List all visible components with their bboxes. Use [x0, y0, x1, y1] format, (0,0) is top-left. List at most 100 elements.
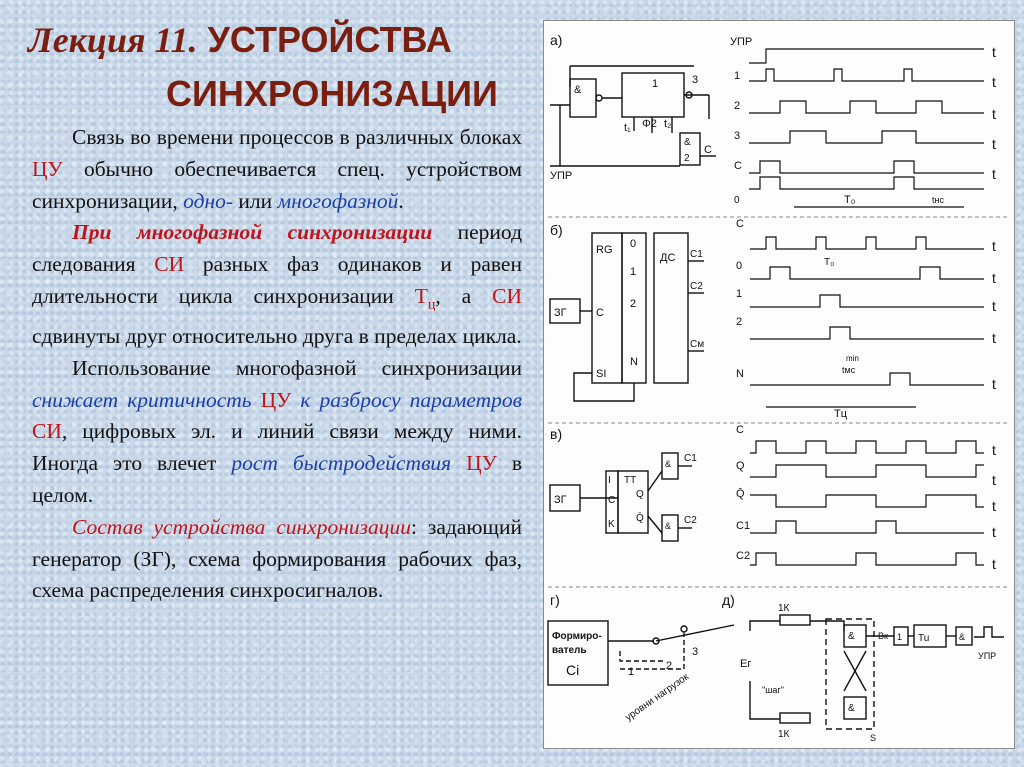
fig-b-row-c: С [736, 218, 744, 230]
fig-b-tmin: min [846, 354, 859, 363]
fig-v-t-axis-nq: t [992, 498, 996, 514]
title-word-2: СИНХРОНИЗАЦИИ [166, 73, 498, 114]
fig-d-amp3: & [959, 632, 965, 642]
fig-a-c: C [704, 144, 712, 156]
paragraph-1-segment: . [398, 188, 404, 213]
fig-v-q: Q [636, 489, 644, 500]
fig-a-row-3: 3 [734, 130, 740, 142]
fig-b-timing: С 0 T₀ 1 2 min tмс N Tц t t t t t [736, 218, 996, 420]
fig-d-amp1: & [848, 631, 855, 642]
fig-b-t-axis-1: t [992, 298, 996, 314]
paragraph-2-segment: СИ [492, 283, 522, 308]
fig-v-k: K [608, 519, 615, 530]
paragraph-3-segment: Использование многофазной синхронизации [72, 355, 522, 380]
fig-v-row-q: Q [736, 460, 745, 472]
fig-v-row-nq: Q̄ [736, 487, 745, 500]
title-line-1: Лекция 11.УСТРОЙСТВА [28, 18, 538, 62]
fig-b-c2: C2 [690, 281, 703, 292]
fig-d-amp2: & [848, 703, 855, 714]
body-text: Связь во времени процессов в различных б… [32, 122, 522, 607]
fig-b-t0: T₀ [824, 257, 834, 268]
paragraph-3-segment: рост быстродействия [231, 451, 452, 476]
paragraph-4-segment: : задающий генератор (ЗГ), схема формиро… [32, 514, 523, 603]
paragraph-3-segment [451, 451, 466, 475]
paragraph-1-segment: Связь во времени процессов в различных б… [72, 125, 522, 149]
fig-a-row-upr: УПР [730, 36, 752, 48]
fig-a-t-axis: t [992, 44, 996, 60]
fig-a-r2: 2 [684, 153, 690, 164]
paragraph-1-segment: многофазной [277, 188, 399, 213]
fig-v-row-c: С [736, 424, 744, 436]
fig-d-circuit: 1К 1К Eг "шаг" & & Вк 1 Tu & УПР S [740, 603, 1004, 743]
paragraph-3-segment: СИ [32, 419, 62, 444]
circuit-figure: а) & 1 3 t₁ Φ2 t₂ & 2 C УПР УПР 1 2 3 С [543, 20, 1015, 749]
paragraph-3-segment: снижает критичность [32, 387, 252, 412]
fig-b-two: 2 [630, 298, 636, 310]
fig-d-eg: Eг [740, 658, 751, 670]
fig-a-row-2: 2 [734, 100, 740, 112]
paragraph-1-segment: ЦУ [32, 156, 63, 181]
fig-a-phi2: Φ2 [642, 118, 657, 130]
fig-b-row-1: 1 [736, 288, 742, 300]
fig-b-o: 0 [630, 238, 636, 250]
fig-a-timing: УПР 1 2 3 С T₀ tнс 0 t t t t t [730, 36, 996, 208]
fig-g-ci: Ci [566, 662, 579, 678]
fig-v-c2: C2 [684, 515, 697, 526]
fig-v-c1: C1 [684, 453, 697, 464]
fig-v-label: в) [550, 426, 562, 442]
paragraph-3-segment: к разбросу параметров [300, 387, 523, 412]
fig-a-t0: T₀ [844, 194, 855, 206]
fig-v-amp2: & [665, 521, 671, 531]
fig-a-circuit: & 1 3 t₁ Φ2 t₂ & 2 C УПР [550, 65, 716, 182]
fig-b-tc: Tц [834, 408, 848, 420]
fig-a-t-axis-3: t [992, 136, 996, 152]
fig-b-tmc: tмс [842, 365, 856, 375]
paragraph-2-segment: ц [427, 297, 436, 313]
fig-v-t-axis-c1: t [992, 524, 996, 540]
figure-svg: а) & 1 3 t₁ Φ2 t₂ & 2 C УПР УПР 1 2 3 С [547, 32, 1010, 743]
fig-v-timing: С Q Q̄ C1 C2 t t t t t [736, 424, 996, 572]
paragraph-3-segment: ЦУ [260, 387, 292, 412]
fig-v-nq: Q̄ [636, 511, 644, 524]
paragraph-1-segment: одно- [183, 188, 234, 213]
paragraph-3-segment: в целом. [32, 451, 522, 508]
fig-a-t-axis-1: t [992, 74, 996, 90]
fig-d-r2: 1К [778, 729, 790, 740]
fig-b-c: C [596, 307, 604, 319]
fig-a-t-axis-c: t [992, 166, 996, 182]
fig-a-n1: 1 [652, 78, 658, 90]
fig-v-i: I [608, 475, 611, 486]
fig-g-label: г) [550, 592, 560, 608]
fig-b-rg: RG [596, 244, 613, 256]
paragraph-2-segment: СИ [154, 252, 185, 277]
fig-b-cm: Cм [690, 339, 704, 350]
slide-title: Лекция 11.УСТРОЙСТВА СИНХРОНИЗАЦИИ [28, 18, 538, 116]
paragraph-1: Связь во времени процессов в различных б… [32, 122, 522, 217]
fig-g-levels: уровни нагрузок [623, 671, 691, 723]
paragraph-2-segment: Т [414, 283, 428, 308]
fig-g-former2: ватель [552, 645, 587, 656]
paragraph-3-segment: ЦУ [466, 451, 497, 476]
fig-d-shag: "шаг" [762, 685, 784, 695]
fig-b-c1: C1 [690, 249, 703, 260]
fig-a-t2: t₂ [664, 118, 671, 130]
fig-b-row-0: 0 [736, 260, 742, 272]
fig-b-row-2: 2 [736, 316, 742, 328]
paragraph-2-segment: сдвинуты друг относительно друга в преде… [32, 324, 522, 349]
paragraph-3-segment: , цифровых эл. и линий связи между ними.… [32, 419, 522, 476]
fig-d-label: д) [722, 592, 735, 608]
fig-v-circuit: ЗГ I C K TT Q Q̄ & & C1 C2 [549, 452, 697, 542]
fig-g-n2: 2 [666, 660, 672, 672]
fig-d-upr: УПР [978, 651, 996, 661]
lecture-number: Лекция 11. [28, 20, 198, 60]
paragraph-2-segment: разных фаз одинаков и равен длительности… [32, 252, 522, 308]
fig-g-n1: 1 [628, 666, 634, 678]
paragraph-2-segment: При многофазной синхронизации [72, 220, 433, 245]
fig-b-t-axis-0: t [992, 270, 996, 286]
fig-a-tnc: tнс [932, 195, 944, 205]
fig-v-t-axis-q: t [992, 472, 996, 488]
title-word-1: УСТРОЙСТВА [207, 19, 452, 60]
fig-v-row-c2: C2 [736, 550, 750, 562]
fig-b-t-axis-n: t [992, 376, 996, 392]
fig-g-circuit: Формиро- ватель Ci 1 2 3 уровни нагрузок [547, 620, 735, 723]
